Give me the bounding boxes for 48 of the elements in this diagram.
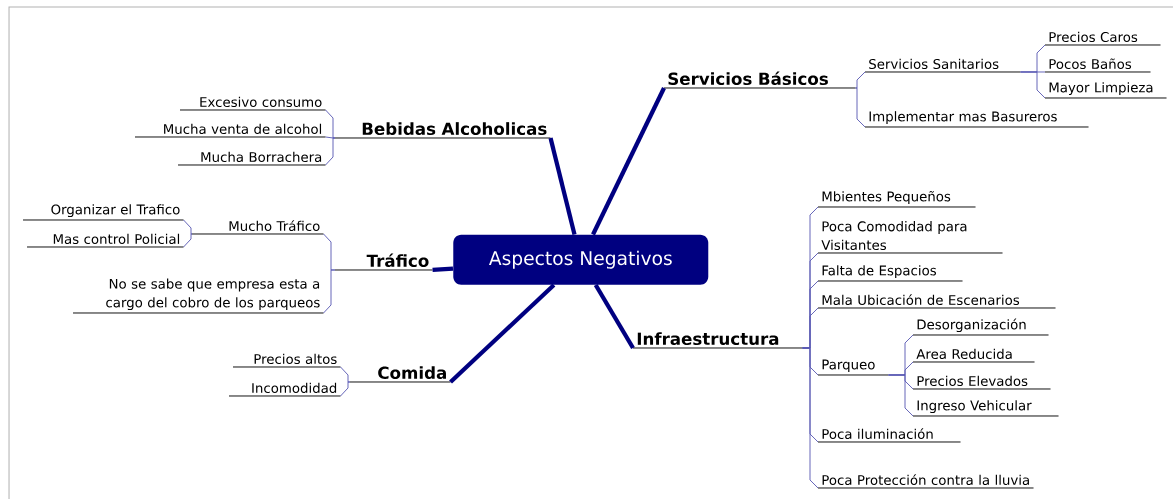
subtopic-label: Organizar el Trafico xyxy=(22,204,184,221)
subtopic-label: Implementar mas Basureros xyxy=(864,111,1089,128)
subtopic-label: Falta de Espacios xyxy=(817,265,963,282)
subtopic-label: Pocos Baños xyxy=(1044,58,1151,73)
topic-label: Servicios Básicos xyxy=(663,71,856,89)
subtopic-label: Mayor Limpieza xyxy=(1044,82,1167,99)
subtopic-label: Precios Caros xyxy=(1044,31,1161,46)
connector-line xyxy=(325,137,336,166)
branch-line xyxy=(548,137,577,235)
branch-line xyxy=(591,87,666,236)
subtopic-label: Mucha venta de alcohol xyxy=(134,123,326,138)
connector-line xyxy=(323,269,336,314)
connector-line xyxy=(183,233,193,248)
subtopic-label: Poca Comodidad para Visitantes xyxy=(817,221,1003,254)
connector-line xyxy=(340,381,351,397)
topic-label: Infraestructura xyxy=(632,332,803,349)
subtopic-label: Precios altos xyxy=(232,353,341,368)
subtopic-label: Mucho Tráfico xyxy=(191,220,324,235)
topic-label: Bebidas Alcoholicas xyxy=(334,122,551,139)
branch-line xyxy=(593,283,635,350)
subtopic-label: Poca Protección contra la lluvia xyxy=(817,474,1034,489)
connector-line xyxy=(183,219,193,235)
connector-line xyxy=(325,109,336,139)
subtopic-label: Area Reducida xyxy=(912,348,1035,363)
branch-line xyxy=(432,266,454,273)
subtopic-label: Servicios Sanitarios xyxy=(864,58,1021,73)
subtopic-label: Mucha Borrachera xyxy=(177,151,326,166)
connector-line xyxy=(802,347,819,489)
subtopic-label: Parqueo xyxy=(817,359,889,376)
subtopic-label: No se sabe que empresa esta a cargo del cobro de los parqueos xyxy=(72,278,324,314)
branch-line xyxy=(449,283,556,384)
subtopic-label: Desorganización xyxy=(912,318,1049,336)
connector-line xyxy=(1020,71,1046,99)
connector-line xyxy=(855,71,866,89)
subtopic-label: Mas control Policial xyxy=(26,233,184,248)
subtopic-label: Excesivo consumo xyxy=(179,96,326,111)
topic-label: Tráfico xyxy=(334,253,433,271)
subtopic-label: Ingreso Vehicular xyxy=(912,400,1059,417)
connector-line xyxy=(340,366,351,383)
subtopic-label: Mbientes Pequeños xyxy=(817,190,976,208)
connector-line xyxy=(888,374,914,417)
subtopic-label: Poca iluminación xyxy=(817,428,961,443)
subtopic-label: Incomodidad xyxy=(228,382,341,397)
subtopic-label: Mala Ubicación de Escenarios xyxy=(817,294,1056,309)
central-topic-box: Aspectos Negativos xyxy=(453,234,709,285)
topic-label: Comida xyxy=(349,366,451,383)
subtopic-label: Precios Elevados xyxy=(912,375,1051,390)
connector-line xyxy=(855,87,866,128)
